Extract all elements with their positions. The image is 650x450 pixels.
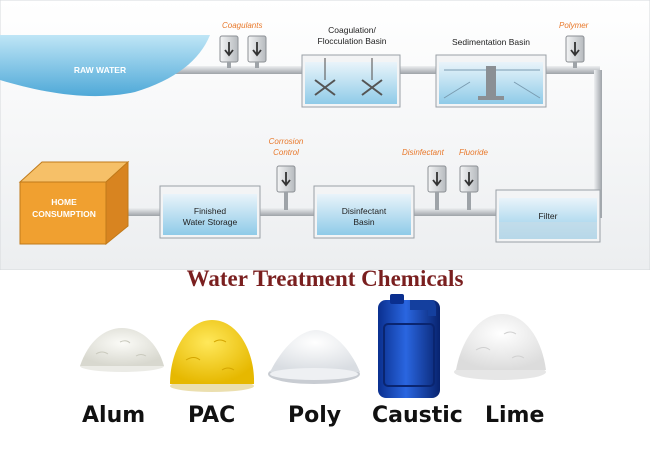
disinfectant-basin-tank bbox=[313, 185, 415, 239]
polymer-feeder-icon bbox=[565, 35, 585, 68]
disinfectant-feeder-icon bbox=[427, 165, 447, 210]
filter-tank bbox=[495, 189, 601, 243]
consumption-label: CONSUMPTION bbox=[32, 209, 96, 219]
coagulant-feeder-icon-2 bbox=[247, 35, 267, 68]
disinfectant-chemical-label: Disinfectant bbox=[402, 148, 444, 157]
alum-powder-icon bbox=[80, 328, 164, 372]
filter-label: Filter bbox=[538, 211, 558, 221]
home-icon bbox=[18, 160, 130, 246]
corrosion-label: Corrosion bbox=[268, 137, 304, 146]
corrosion-control-feeder-icon bbox=[276, 165, 296, 210]
coag-basin-label-1: Coagulation/ bbox=[328, 25, 376, 35]
sedimentation-basin-icon bbox=[435, 54, 547, 108]
disinfectant-basin-label-1: Disinfectant bbox=[341, 206, 387, 216]
disinfectant-basin-label-2: Basin bbox=[353, 217, 375, 227]
process-diagram-graphics bbox=[0, 0, 650, 271]
fluoride-label: Fluoride bbox=[459, 148, 488, 157]
chemical-label-lime: Lime bbox=[485, 403, 545, 428]
coagulants-label: Coagulants bbox=[222, 21, 263, 30]
polymer-powder-icon bbox=[268, 330, 360, 384]
chemical-icons bbox=[80, 294, 546, 398]
finished-water-storage-tank bbox=[159, 185, 261, 239]
finished-label-2: Water Storage bbox=[182, 217, 238, 227]
finished-label-1: Finished bbox=[193, 206, 227, 216]
raw-water-pond bbox=[0, 35, 210, 97]
pac-powder-icon bbox=[170, 320, 255, 392]
chemical-label-poly: Poly bbox=[288, 403, 342, 428]
section-title: Water Treatment Chemicals bbox=[186, 266, 464, 291]
coagulant-feeder-icon-1 bbox=[219, 35, 239, 68]
control-label: Control bbox=[273, 148, 299, 157]
chemical-label-caustic: Caustic bbox=[372, 403, 463, 428]
polymer-label: Polymer bbox=[559, 21, 589, 30]
caustic-jerrycan-icon bbox=[378, 294, 440, 398]
raw-water-label: RAW WATER bbox=[73, 65, 127, 75]
coagulation-basin-icon bbox=[301, 54, 401, 108]
chemical-label-alum: Alum bbox=[82, 403, 146, 428]
chemical-label-pac: PAC bbox=[188, 403, 236, 428]
fluoride-feeder-icon bbox=[459, 165, 479, 210]
lime-powder-icon bbox=[454, 314, 546, 380]
sedimentation-basin-label: Sedimentation Basin bbox=[452, 37, 530, 47]
coag-basin-label-2: Flocculation Basin bbox=[317, 36, 387, 46]
home-label: HOME bbox=[51, 197, 77, 207]
process-diagram: RAW WATER Coagulants Coagulation/ Floccu… bbox=[0, 0, 650, 271]
